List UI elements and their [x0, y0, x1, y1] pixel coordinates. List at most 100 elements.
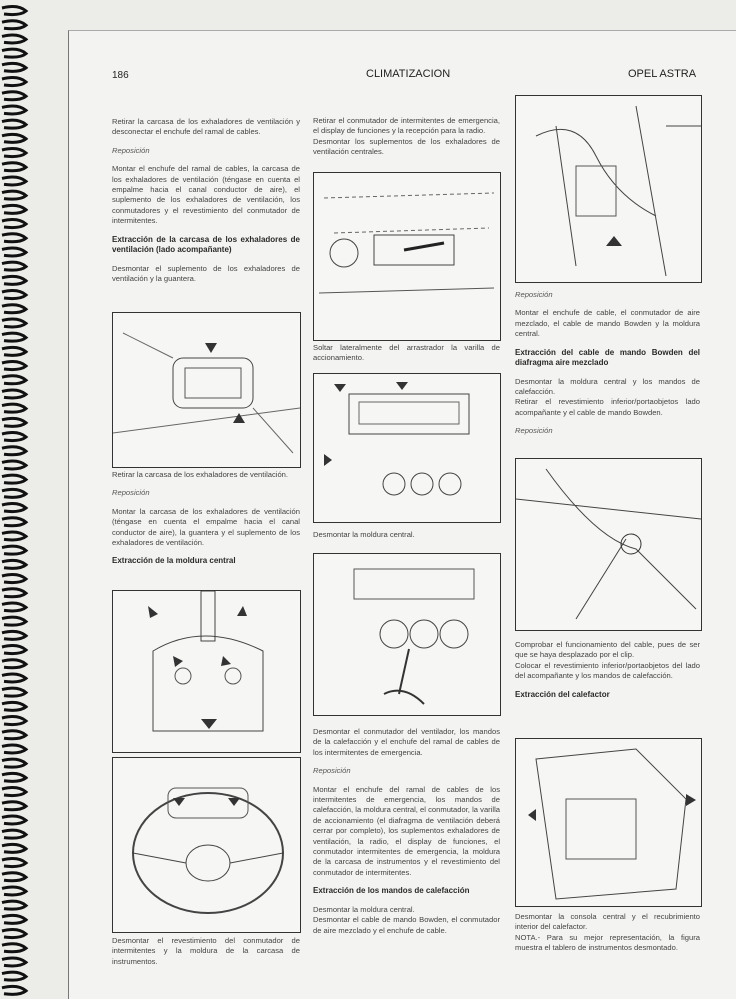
- spiral-loop: [1, 76, 29, 88]
- spiral-loop: [1, 828, 29, 840]
- spiral-loop: [1, 743, 29, 755]
- spiral-loop: [1, 459, 29, 471]
- spiral-loop: [1, 132, 29, 144]
- figure-caption: Retirar la carcasa de los exhaladores de…: [112, 470, 289, 479]
- spiral-loop: [1, 558, 29, 570]
- spiral-loop: [1, 232, 29, 244]
- figure-bowden-cable: [515, 458, 702, 631]
- spiral-loop: [1, 47, 29, 59]
- spiral-loop: [1, 260, 29, 272]
- spiral-loop: [1, 658, 29, 670]
- spiral-loop: [1, 885, 29, 897]
- section-heading: Extracción de la carcasa de los exhalado…: [112, 234, 300, 255]
- spiral-loop: [1, 672, 29, 684]
- spiral-loop: [1, 942, 29, 954]
- spiral-loop: [1, 913, 29, 925]
- spiral-loop: [1, 345, 29, 357]
- spiral-loop: [1, 700, 29, 712]
- spiral-loop: [1, 729, 29, 741]
- spiral-loop: [1, 317, 29, 329]
- spiral-loop: [1, 757, 29, 769]
- model-title: OPEL ASTRA: [628, 68, 697, 80]
- spiral-loop: [1, 601, 29, 613]
- spiral-loop: [1, 615, 29, 627]
- spiral-loop: [1, 686, 29, 698]
- spiral-loop: [1, 970, 29, 982]
- spiral-loop: [1, 161, 29, 173]
- spiral-loop: [1, 629, 29, 641]
- spiral-loop: [1, 800, 29, 812]
- figure-heater: [515, 738, 702, 907]
- paragraph: Desmontar la moldura central y los mando…: [515, 376, 700, 397]
- spiral-loop: [1, 771, 29, 783]
- spiral-loop: [1, 61, 29, 73]
- spiral-loop: [1, 90, 29, 102]
- note: NOTA.- Para su mejor representación, la …: [515, 932, 700, 953]
- spiral-loop: [1, 218, 29, 230]
- figure-center-console: [313, 373, 501, 523]
- spiral-loop: [1, 303, 29, 315]
- section-heading: Extracción de la moldura central: [112, 556, 236, 566]
- paragraph: Desmontar la moldura central.: [313, 904, 415, 914]
- spiral-loop: [1, 374, 29, 386]
- spiral-loop: [1, 544, 29, 556]
- spiral-loop: [1, 5, 29, 17]
- spiral-loop: [1, 573, 29, 585]
- figure-center-molding: [112, 590, 301, 753]
- spiral-loop: [1, 331, 29, 343]
- spiral-loop: [1, 289, 29, 301]
- page-number: 186: [112, 70, 129, 81]
- paragraph: Montar la carcasa de los exhaladores de …: [112, 506, 300, 548]
- spiral-loop: [1, 587, 29, 599]
- spiral-loop: [1, 19, 29, 31]
- paragraph: Montar el enchufe del ramal de cables de…: [313, 784, 500, 877]
- figure-caption: Desmontar la moldura central.: [313, 530, 415, 539]
- subheading-reposicion: Reposición: [112, 488, 150, 498]
- spiral-loop: [1, 246, 29, 258]
- paragraph: Desmontar el suplemento de los exhalador…: [112, 263, 300, 284]
- figure-heater-controls: [313, 553, 501, 716]
- figure-steering-wheel: [112, 757, 301, 933]
- figure-vent-housing: [112, 312, 301, 468]
- spiral-loop: [1, 516, 29, 528]
- spiral-loop: [1, 984, 29, 996]
- spiral-loop: [1, 402, 29, 414]
- spiral-loop: [1, 842, 29, 854]
- paragraph: Colocar el revestimiento inferior/portao…: [515, 660, 700, 681]
- spiral-loop: [1, 431, 29, 443]
- spiral-binding: [1, 5, 29, 996]
- spiral-loop: [1, 487, 29, 499]
- spiral-loop: [1, 104, 29, 116]
- subheading-reposicion: Reposición: [515, 426, 553, 436]
- figure-cable-harness: [515, 95, 702, 283]
- figure-caption: Desmontar el conmutador del ventilador, …: [313, 727, 500, 757]
- paragraph: Retirar el conmutador de intermitentes d…: [313, 116, 500, 136]
- spiral-loop: [1, 928, 29, 940]
- spiral-loop: [1, 473, 29, 485]
- figure-caption: Desmontar la consola central y el recubr…: [515, 912, 700, 932]
- spiral-loop: [1, 189, 29, 201]
- spiral-loop: [1, 147, 29, 159]
- paragraph: Desmontar los suplementos de los exhalad…: [313, 136, 500, 157]
- section-heading: Extracción de los mandos de calefacción: [313, 886, 470, 896]
- figure-caption: Comprobar el funcionamiento del cable, p…: [515, 640, 700, 660]
- spiral-loop: [1, 388, 29, 400]
- spiral-loop: [1, 118, 29, 130]
- spiral-loop: [1, 814, 29, 826]
- spiral-loop: [1, 445, 29, 457]
- paragraph: Montar el enchufe del ramal de cables, l…: [112, 164, 300, 226]
- figure-actuator-rod: [313, 172, 501, 341]
- spiral-loop: [1, 530, 29, 542]
- spiral-loop: [1, 416, 29, 428]
- spiral-loop: [1, 644, 29, 656]
- spiral-loop: [1, 956, 29, 968]
- spiral-loop: [1, 871, 29, 883]
- spiral-loop: [1, 274, 29, 286]
- subheading-reposicion: Reposición: [313, 766, 351, 776]
- spiral-loop: [1, 715, 29, 727]
- paragraph: Desmontar el cable de mando Bowden, el c…: [313, 915, 500, 935]
- section-title: CLIMATIZACION: [366, 68, 451, 80]
- spiral-loop: [1, 33, 29, 45]
- subheading-reposicion: Reposición: [515, 290, 553, 299]
- spiral-loop: [1, 786, 29, 798]
